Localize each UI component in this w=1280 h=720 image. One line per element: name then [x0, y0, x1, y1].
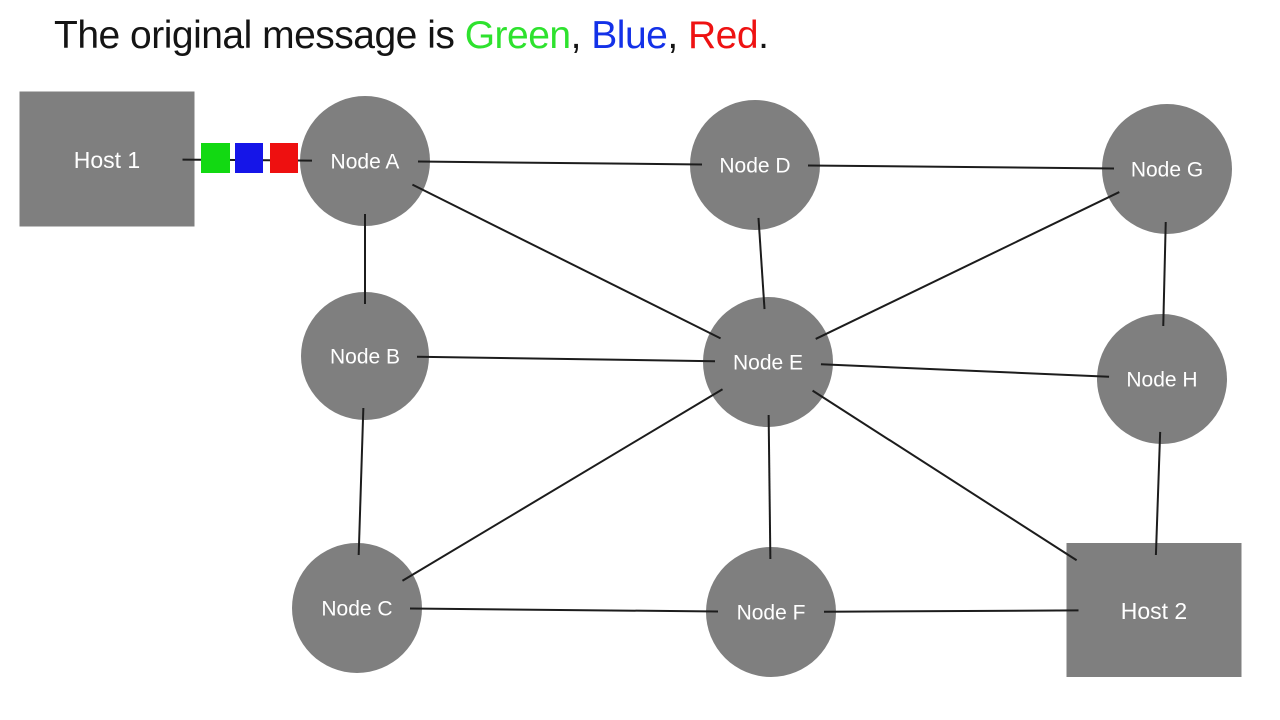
router-node-H: [1097, 314, 1227, 444]
packet-red: [270, 143, 298, 173]
router-node-C: [292, 543, 422, 673]
link-D-G: [807, 164, 1115, 170]
link-A-D: [417, 160, 703, 166]
title-segment: Red: [688, 14, 759, 57]
router-node-D: [690, 100, 820, 230]
packet-green: [201, 143, 230, 173]
link-E-C: [401, 388, 724, 582]
router-node-G: [1102, 104, 1232, 234]
node-label-A: Node A: [331, 151, 400, 174]
node-label-E: Node E: [733, 352, 803, 375]
node-label-F: Node F: [737, 602, 806, 625]
node-label-C: Node C: [321, 598, 392, 621]
node-label-host1: Host 1: [74, 147, 140, 173]
title-segment: Green: [464, 14, 571, 57]
host-node-host2: [1066, 543, 1242, 677]
title-segment: The original message is: [54, 14, 465, 57]
host-node-host1: [19, 91, 195, 227]
link-H-host2: [1154, 431, 1162, 556]
title-segment: ,: [667, 14, 689, 57]
node-label-host2: Host 2: [1121, 598, 1187, 624]
link-A-E: [411, 183, 722, 340]
link-G-E: [815, 191, 1120, 340]
link-B-E: [416, 355, 716, 363]
title-segment: Blue: [591, 14, 668, 57]
link-E-host2: [812, 389, 1078, 562]
router-node-E: [703, 297, 833, 427]
node-label-D: Node D: [719, 155, 790, 178]
router-node-F: [706, 547, 836, 677]
link-E-H: [820, 363, 1110, 378]
link-C-F: [409, 607, 719, 613]
link-F-host2: [823, 609, 1079, 613]
router-node-A: [300, 96, 430, 226]
router-node-B: [301, 292, 429, 420]
title-segment: ,: [570, 14, 592, 57]
link-G-H: [1162, 221, 1167, 327]
link-E-F: [767, 414, 772, 560]
page-title: The original message is Green, Blue, Red…: [54, 14, 769, 58]
link-B-C: [357, 407, 365, 556]
packet-blue: [235, 143, 263, 173]
node-label-H: Node H: [1126, 369, 1197, 392]
title-segment: .: [758, 14, 769, 57]
link-D-E: [757, 217, 766, 310]
node-label-G: Node G: [1131, 159, 1203, 182]
node-label-B: Node B: [330, 346, 400, 369]
